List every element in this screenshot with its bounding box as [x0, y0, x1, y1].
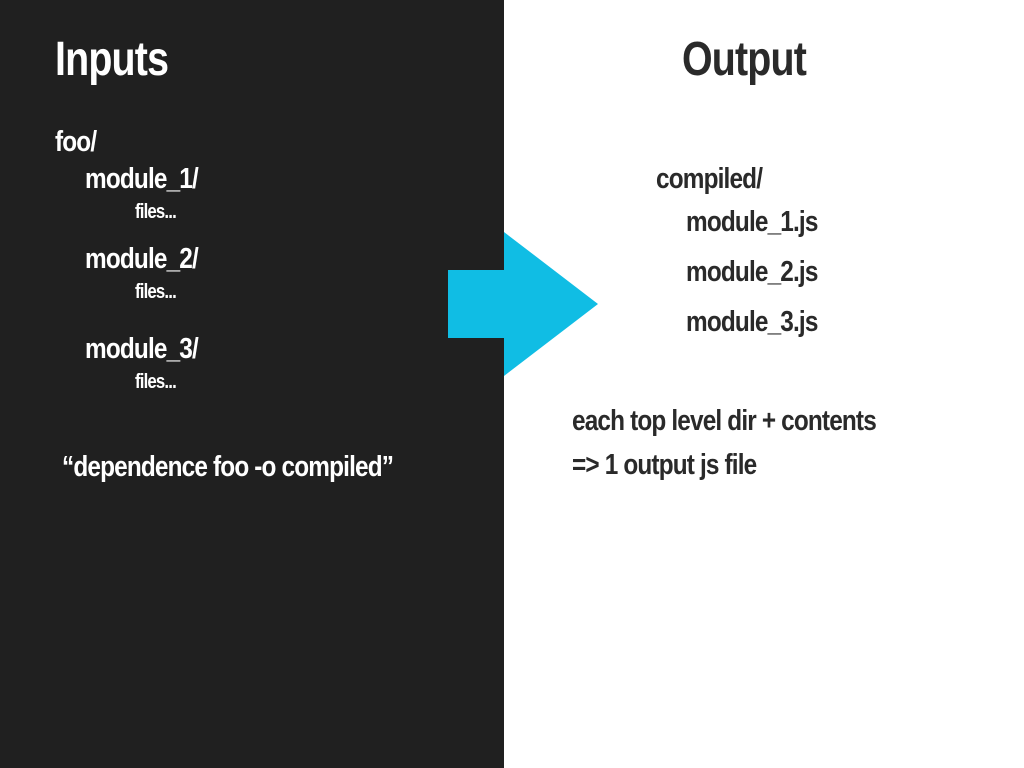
input-module-2-files: files... — [135, 281, 177, 303]
input-root-dir: foo/ — [55, 126, 97, 158]
output-note-line-2: => 1 output js file — [572, 449, 757, 481]
output-note-line-1: each top level dir + contents — [572, 405, 877, 437]
input-module-3-files: files... — [135, 371, 177, 393]
input-module-3: module_3/ — [85, 333, 199, 365]
input-module-1: module_1/ — [85, 163, 199, 195]
arrow-right-icon — [448, 232, 598, 376]
output-file-3: module_3.js — [686, 306, 818, 338]
output-root-dir: compiled/ — [656, 163, 763, 195]
input-module-1-files: files... — [135, 201, 177, 223]
output-panel — [504, 0, 1024, 768]
arrow-shape — [448, 232, 598, 376]
output-title: Output — [682, 33, 807, 86]
inputs-title: Inputs — [55, 33, 169, 86]
inputs-panel — [0, 0, 504, 768]
output-file-1: module_1.js — [686, 206, 818, 238]
input-module-2: module_2/ — [85, 243, 199, 275]
command-text: “dependence foo -o compiled” — [62, 451, 394, 483]
output-file-2: module_2.js — [686, 256, 818, 288]
